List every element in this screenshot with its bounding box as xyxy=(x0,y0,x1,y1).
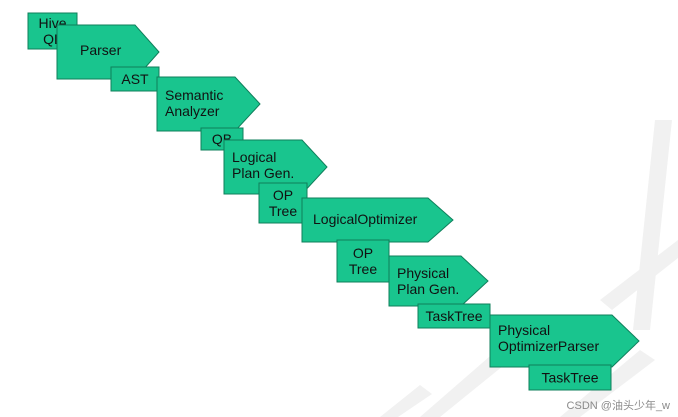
physical-plan-gen-shape xyxy=(388,255,489,307)
background-stroke-5 xyxy=(380,385,432,417)
physical-optimizer-parser-label-line-1: Physical xyxy=(498,322,550,338)
tasktree-2-label: TaskTree xyxy=(541,370,598,386)
background-stroke-1 xyxy=(633,120,672,330)
tasktree-1-box: TaskTree xyxy=(417,303,491,329)
logical-plan-gen-label-line-1: Logical xyxy=(232,149,276,165)
logical-plan-gen-label-line-2: Plan Gen. xyxy=(232,165,294,181)
op-tree-1-shape xyxy=(258,182,308,224)
parser-shape xyxy=(56,24,160,80)
parser-step: Parser xyxy=(56,24,160,80)
logical-optimizer-label-line-1: LogicalOptimizer xyxy=(313,211,418,227)
logical-plan-gen-shape xyxy=(223,139,328,195)
background-stroke-4 xyxy=(600,240,678,310)
tasktree-2-box: TaskTree xyxy=(528,364,612,391)
logical-optimizer-step: LogicalOptimizer xyxy=(301,197,454,243)
physical-optimizer-parser-label-line-2: OptimizerParser xyxy=(498,338,599,354)
tasktree-1-label-line-1: TaskTree xyxy=(425,308,482,324)
op-tree-2-label-line-1: OP xyxy=(353,245,373,261)
physical-plan-gen-label-line-1: Physical xyxy=(397,265,449,281)
ast-box: AST xyxy=(110,66,160,92)
physical-plan-gen-label-line-2: Plan Gen. xyxy=(397,281,459,297)
semantic-analyzer-label-line-2: Analyzer xyxy=(165,103,220,119)
physical-optimizer-parser-shape xyxy=(489,314,640,368)
tasktree-1-label: TaskTree xyxy=(425,308,482,324)
parser-label-line-1: Parser xyxy=(80,42,122,58)
ast-label: AST xyxy=(121,71,149,87)
op-tree-1-label-line-1: OP xyxy=(273,187,293,203)
op-tree-1-label-line-2: Tree xyxy=(269,203,297,219)
logical-optimizer-label: LogicalOptimizer xyxy=(313,211,418,227)
ast-label-line-1: AST xyxy=(121,71,149,87)
tasktree-1-shape xyxy=(417,303,491,329)
parser-label: Parser xyxy=(80,42,122,58)
tasktree-2-shape xyxy=(528,364,612,391)
tasktree-2-label-line-1: TaskTree xyxy=(541,370,598,386)
semantic-analyzer-shape xyxy=(156,76,261,132)
op-tree-2-shape xyxy=(336,239,390,283)
op-tree-2-label-line-2: Tree xyxy=(349,261,377,277)
semantic-analyzer-label-line-1: Semantic xyxy=(165,87,223,103)
csdn-watermark: CSDN @油头少年_w xyxy=(566,400,670,412)
ast-shape xyxy=(110,66,160,92)
logical-optimizer-shape xyxy=(301,197,454,243)
